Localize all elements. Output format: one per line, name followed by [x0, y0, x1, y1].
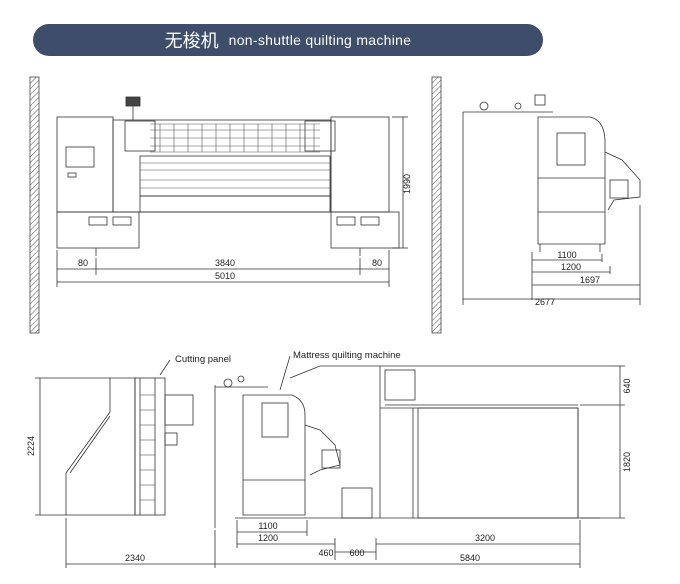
- monitor-icon: [125, 96, 141, 107]
- side-body: [537, 116, 606, 245]
- cutting-panel-label: Cutting panel: [175, 354, 231, 365]
- side-d1: 1100: [557, 250, 576, 260]
- layout-height-left: 2224: [26, 436, 36, 456]
- front-total-width: 5010: [215, 271, 235, 281]
- right-wall: [431, 76, 442, 334]
- layout-view: Cutting panel Mattress quilting machine …: [26, 350, 632, 568]
- front-view: 1990 80 3840 80 5010: [29, 76, 442, 334]
- layout-top-right: 640: [622, 378, 632, 393]
- left-control-screen: [65, 146, 95, 168]
- front-left-gap: 80: [78, 258, 88, 268]
- cutting-panel-frame: [65, 377, 136, 516]
- front-inner-width: 3840: [215, 258, 235, 268]
- side-d2: 1200: [561, 262, 581, 272]
- layout-600: 600: [349, 548, 364, 558]
- central-frame: [112, 119, 332, 213]
- left-base: [56, 211, 140, 249]
- machine-label: Mattress quilting machine: [293, 350, 401, 361]
- front-height-label: 1990: [402, 174, 412, 194]
- layout-right-height: 1820: [622, 452, 632, 472]
- title-english: non-shuttle quilting machine: [228, 32, 412, 48]
- left-wall: [29, 76, 40, 334]
- right-base: [330, 211, 400, 249]
- layout-5840: 5840: [460, 553, 480, 563]
- front-right-gap: 80: [372, 258, 382, 268]
- left-cabinet: [56, 116, 114, 213]
- title-banner: 无梭机 non-shuttle quilting machine: [33, 24, 543, 56]
- right-cabinet: [330, 116, 390, 213]
- side-d3: 1697: [580, 275, 600, 285]
- layout-3200: 3200: [475, 533, 495, 543]
- layout-2340: 2340: [125, 553, 145, 563]
- layout-1100: 1100: [258, 521, 277, 531]
- side-view: 1100 1200 1697 2677: [462, 94, 641, 307]
- layout-1200: 1200: [258, 533, 278, 543]
- title-chinese: 无梭机: [164, 31, 219, 52]
- layout-460: 460: [318, 548, 333, 558]
- quilting-machine-body: [242, 394, 306, 516]
- side-d4: 2677: [535, 297, 555, 307]
